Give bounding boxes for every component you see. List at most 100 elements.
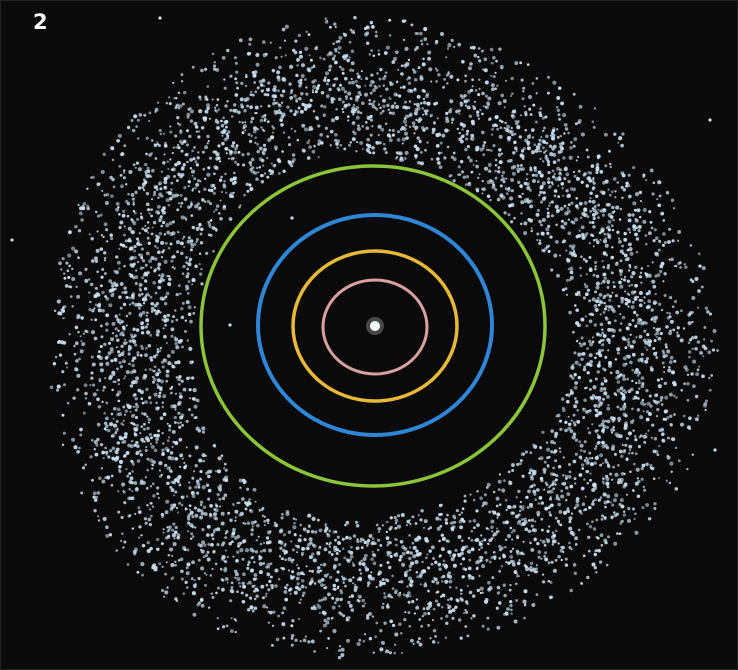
debris-particle bbox=[160, 379, 165, 384]
debris-particle bbox=[434, 599, 439, 603]
debris-particle bbox=[626, 377, 630, 381]
debris-particle bbox=[572, 533, 575, 537]
debris-particle bbox=[584, 315, 587, 318]
debris-particle bbox=[133, 333, 137, 338]
debris-particle bbox=[114, 314, 118, 318]
debris-particle bbox=[482, 143, 486, 148]
debris-particle bbox=[261, 151, 266, 156]
debris-particle bbox=[505, 192, 509, 195]
debris-particle bbox=[559, 427, 563, 432]
debris-particle bbox=[542, 160, 545, 163]
debris-particle bbox=[510, 126, 513, 130]
debris-particle bbox=[529, 541, 532, 545]
debris-particle bbox=[144, 476, 147, 479]
debris-particle bbox=[248, 42, 252, 46]
debris-particle bbox=[665, 345, 668, 349]
debris-particle bbox=[588, 409, 592, 413]
debris-particle bbox=[466, 634, 470, 638]
debris-particle bbox=[194, 125, 199, 129]
debris-particle bbox=[355, 547, 359, 550]
debris-particle bbox=[177, 411, 181, 415]
debris-particle bbox=[254, 136, 257, 139]
debris-particle bbox=[182, 387, 187, 392]
debris-particle bbox=[602, 239, 608, 244]
debris-particle bbox=[193, 242, 197, 247]
debris-particle bbox=[162, 394, 167, 399]
debris-particle bbox=[412, 642, 415, 645]
debris-particle bbox=[352, 576, 355, 579]
debris-particle bbox=[624, 297, 629, 302]
debris-particle bbox=[636, 477, 639, 480]
debris-particle bbox=[152, 193, 157, 197]
debris-particle bbox=[163, 595, 166, 598]
debris-particle bbox=[363, 32, 369, 37]
debris-particle bbox=[234, 519, 237, 522]
debris-particle bbox=[630, 283, 634, 287]
debris-particle bbox=[385, 536, 390, 540]
debris-particle bbox=[332, 42, 335, 46]
debris-particle bbox=[129, 405, 132, 408]
debris-particle bbox=[148, 523, 152, 527]
debris-particle bbox=[337, 541, 341, 545]
debris-particle bbox=[557, 554, 561, 559]
debris-particle bbox=[523, 181, 528, 186]
debris-particle bbox=[131, 219, 135, 224]
debris-particle bbox=[423, 519, 428, 524]
debris-particle bbox=[526, 186, 531, 191]
debris-particle bbox=[163, 153, 166, 156]
debris-particle bbox=[176, 476, 181, 481]
debris-particle bbox=[523, 589, 528, 594]
debris-particle bbox=[632, 429, 635, 432]
debris-particle bbox=[408, 624, 412, 628]
debris-particle bbox=[530, 547, 535, 552]
debris-particle bbox=[572, 144, 576, 148]
debris-particle bbox=[653, 506, 657, 511]
debris-particle bbox=[571, 244, 576, 248]
debris-particle bbox=[117, 133, 122, 138]
debris-particle bbox=[616, 388, 621, 393]
debris-particle bbox=[198, 206, 202, 210]
debris-particle bbox=[174, 392, 178, 395]
debris-particle bbox=[87, 291, 91, 294]
debris-particle bbox=[523, 105, 526, 108]
debris-particle bbox=[376, 538, 381, 542]
debris-particle bbox=[210, 592, 213, 595]
debris-particle bbox=[716, 349, 719, 352]
debris-particle bbox=[610, 428, 615, 433]
debris-particle bbox=[170, 319, 174, 323]
debris-particle bbox=[90, 176, 93, 179]
debris-particle bbox=[168, 102, 172, 106]
debris-particle bbox=[399, 158, 403, 162]
debris-particle bbox=[661, 243, 665, 247]
debris-particle bbox=[585, 457, 588, 460]
debris-particle bbox=[545, 141, 549, 145]
debris-particle bbox=[459, 101, 464, 106]
debris-particle bbox=[690, 372, 694, 376]
debris-particle bbox=[372, 54, 376, 57]
debris-particle bbox=[607, 403, 610, 407]
debris-particle bbox=[470, 170, 474, 174]
debris-particle bbox=[404, 46, 409, 51]
debris-particle bbox=[669, 329, 672, 332]
debris-particle bbox=[125, 183, 128, 186]
debris-particle bbox=[133, 432, 138, 437]
debris-particle bbox=[475, 537, 480, 542]
debris-particle bbox=[446, 82, 449, 85]
debris-particle bbox=[494, 158, 498, 162]
debris-particle bbox=[110, 146, 115, 151]
debris-particle bbox=[353, 16, 357, 20]
debris-particle bbox=[516, 520, 521, 525]
debris-particle bbox=[418, 618, 422, 621]
debris-particle bbox=[552, 144, 557, 149]
debris-particle bbox=[488, 560, 492, 564]
debris-particle bbox=[89, 282, 94, 287]
debris-particle bbox=[636, 321, 641, 325]
debris-particle bbox=[316, 569, 321, 574]
debris-particle bbox=[469, 158, 473, 163]
debris-particle bbox=[510, 612, 513, 615]
debris-particle bbox=[73, 352, 77, 356]
debris-particle bbox=[583, 478, 586, 481]
debris-particle bbox=[580, 232, 585, 237]
debris-particle bbox=[632, 507, 635, 511]
debris-particle bbox=[193, 470, 196, 473]
